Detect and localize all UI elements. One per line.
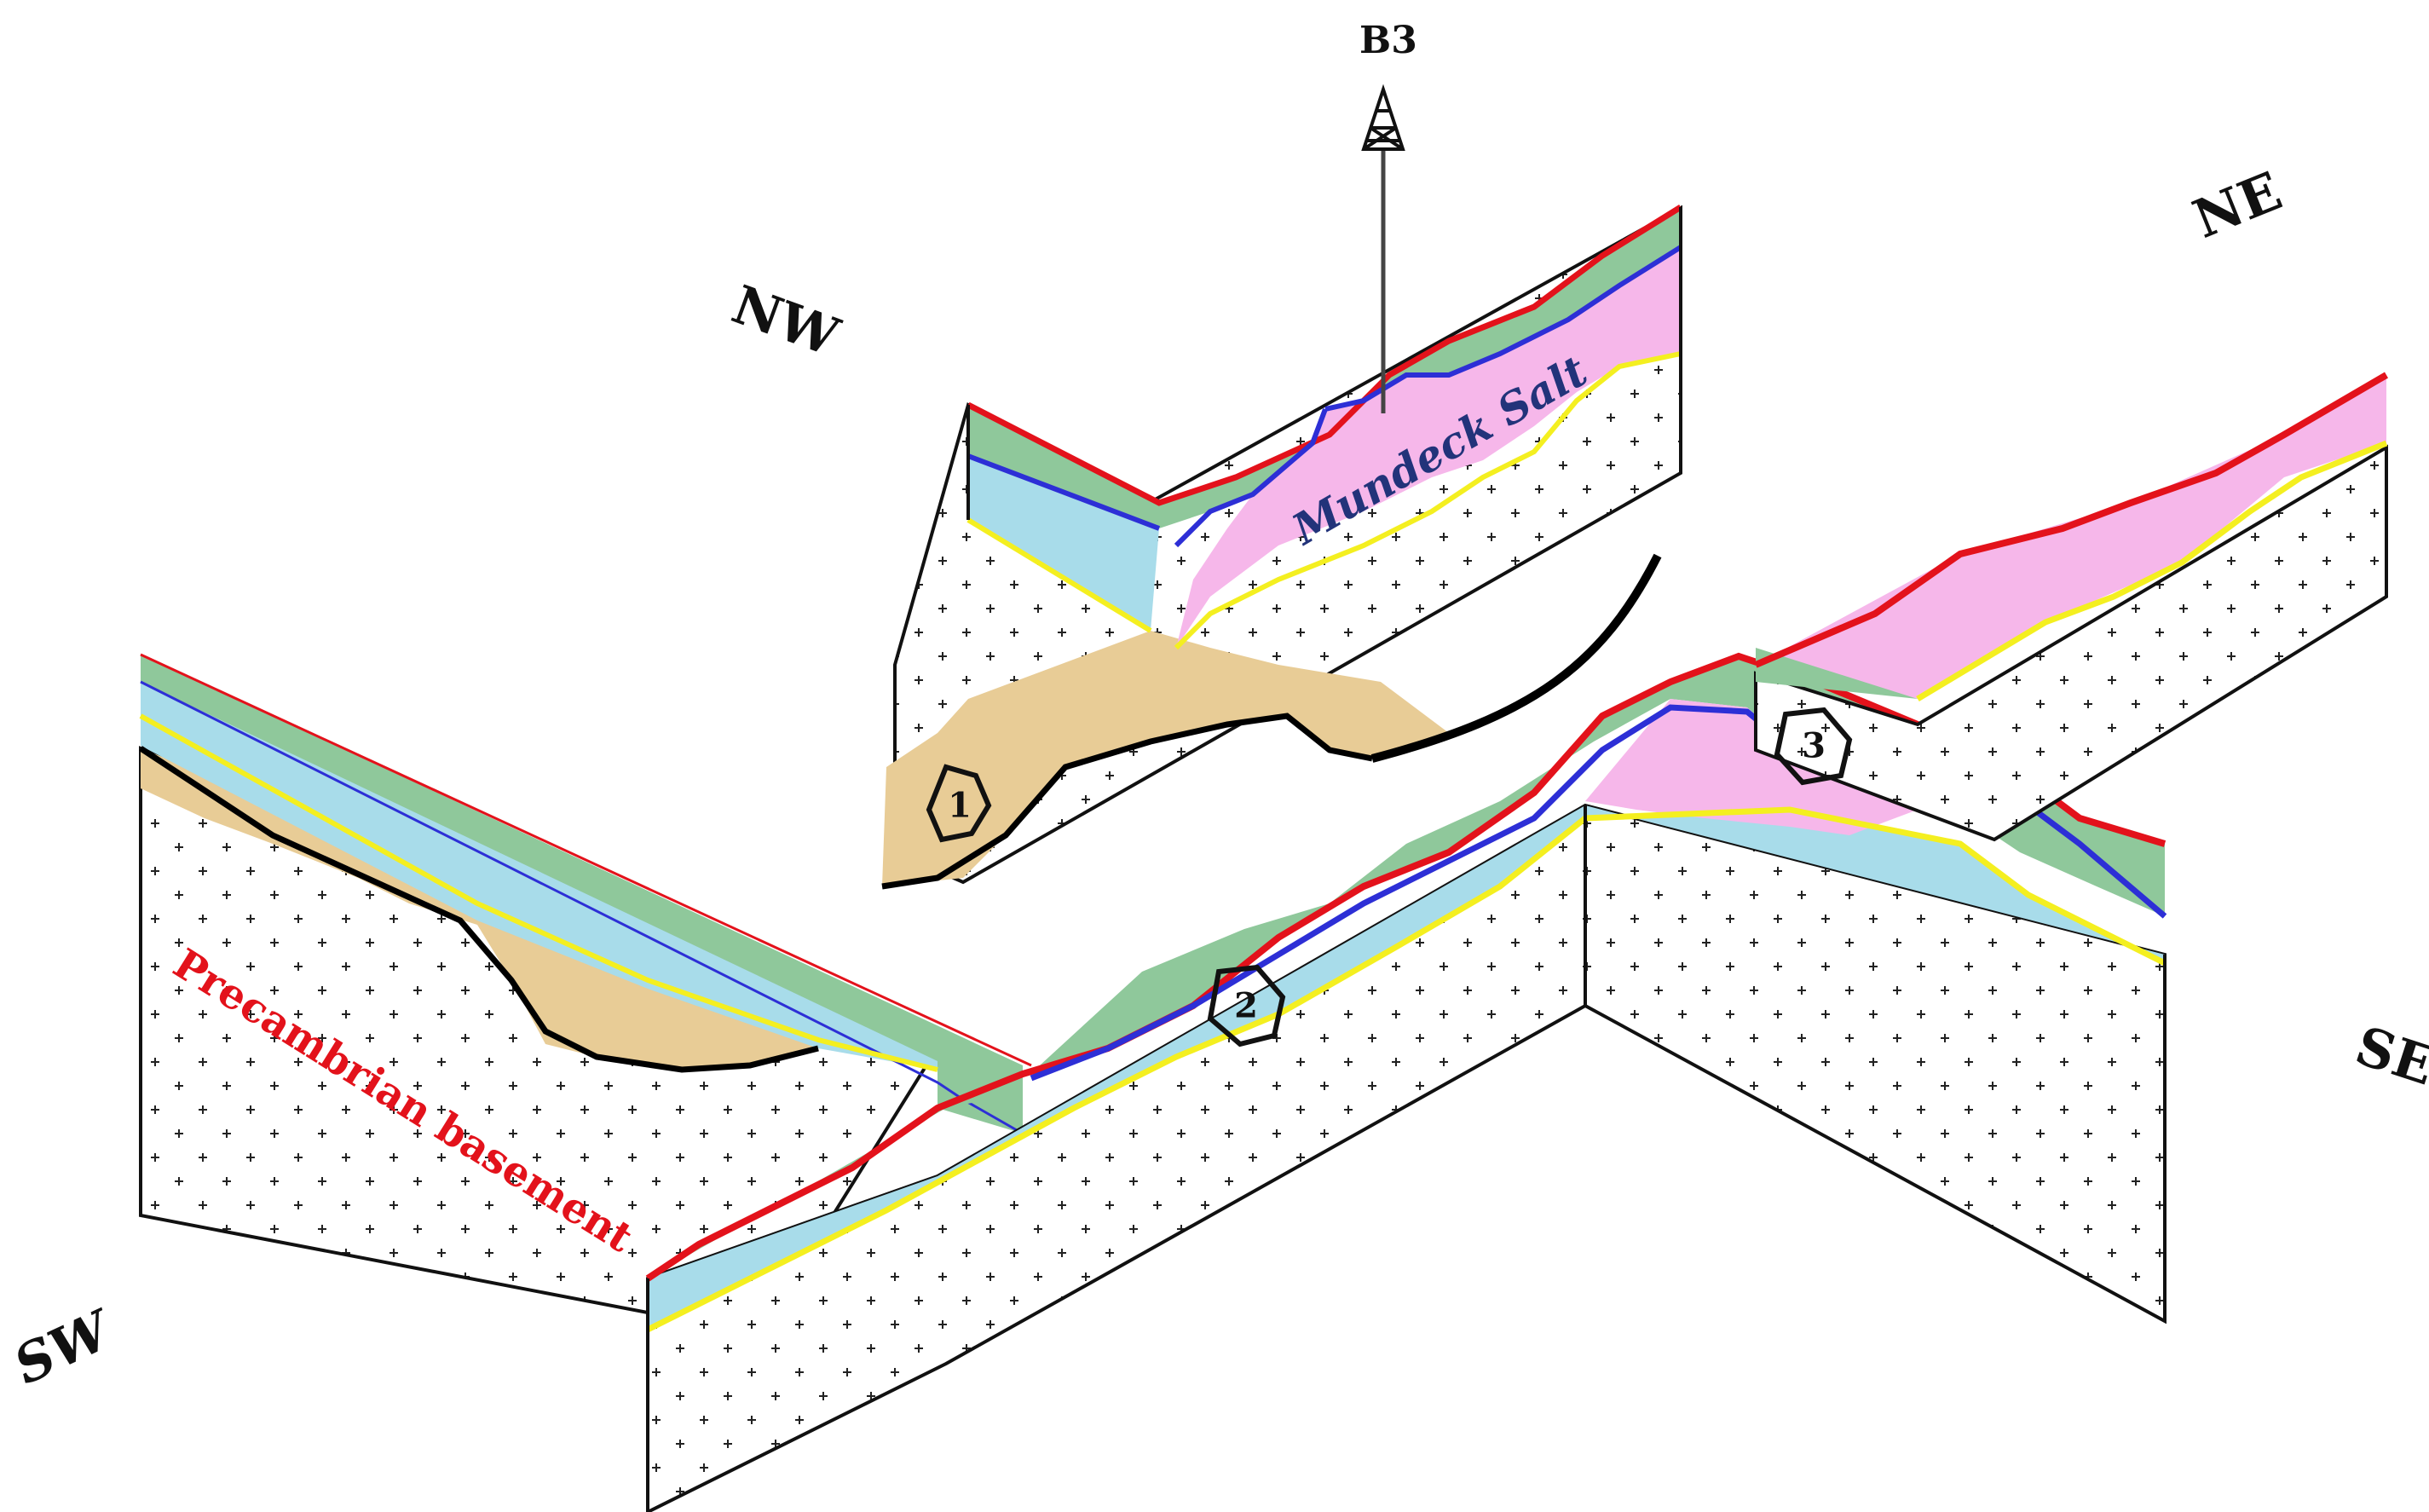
right-section-panel: [1754, 372, 2389, 842]
front-cyan-layer: [648, 805, 2165, 1330]
back-base-contact: [881, 713, 1373, 890]
right-basement: [1754, 444, 2388, 842]
left-base-contact: [139, 746, 819, 1073]
left-blue-horizon: [140, 680, 1024, 1135]
left-green-band: [141, 655, 1023, 1134]
back-tan-layer: [882, 520, 1449, 886]
front-section-outline: [646, 805, 2166, 1512]
right-pink-salt: [1756, 375, 2386, 699]
left-yellow-horizon: [139, 713, 938, 1072]
well-b3: B3: [1359, 19, 1417, 413]
back-red-horizon: [966, 205, 1682, 506]
right-red-horizon: [1754, 372, 2389, 668]
back-green-layer-right: [1159, 209, 1681, 528]
direction-sw: SW: [4, 1297, 123, 1397]
back-green-layer-left: [968, 405, 1159, 528]
back-section-panel: [881, 205, 1682, 890]
right-yellow-horizon: [1916, 440, 2388, 702]
unit-marker-1: 1: [926, 764, 992, 843]
unit-marker-2: 2: [1207, 964, 1286, 1047]
left-red-horizon: [140, 653, 1032, 1067]
unit-number-2: 2: [1234, 986, 1258, 1026]
back-cyan-layer-left: [968, 456, 1159, 631]
unit-number-1: 1: [948, 786, 972, 826]
direction-ne: NE: [2184, 159, 2290, 251]
left-yellow-band: [141, 682, 938, 1070]
unit-marker-3: 3: [1774, 707, 1853, 786]
front-pink-salt: [1585, 699, 1918, 835]
direction-se: SE: [2348, 1014, 2429, 1098]
direction-nw: NW: [724, 273, 848, 368]
well-label: B3: [1359, 19, 1417, 62]
derrick-icon: [1361, 84, 1405, 151]
unit-number-3: 3: [1802, 726, 1826, 766]
front-yellow-horizon: [646, 806, 2166, 1333]
right-green-wedge: [1756, 648, 1918, 699]
back-yellow-horizon: [966, 351, 1682, 650]
front-section-panel: [645, 652, 2167, 1512]
fault-line: [1370, 553, 1662, 763]
back-blue-horizon: [966, 245, 1682, 548]
back-section-outline: [966, 207, 1682, 520]
back-pink-salt: [1176, 247, 1681, 648]
